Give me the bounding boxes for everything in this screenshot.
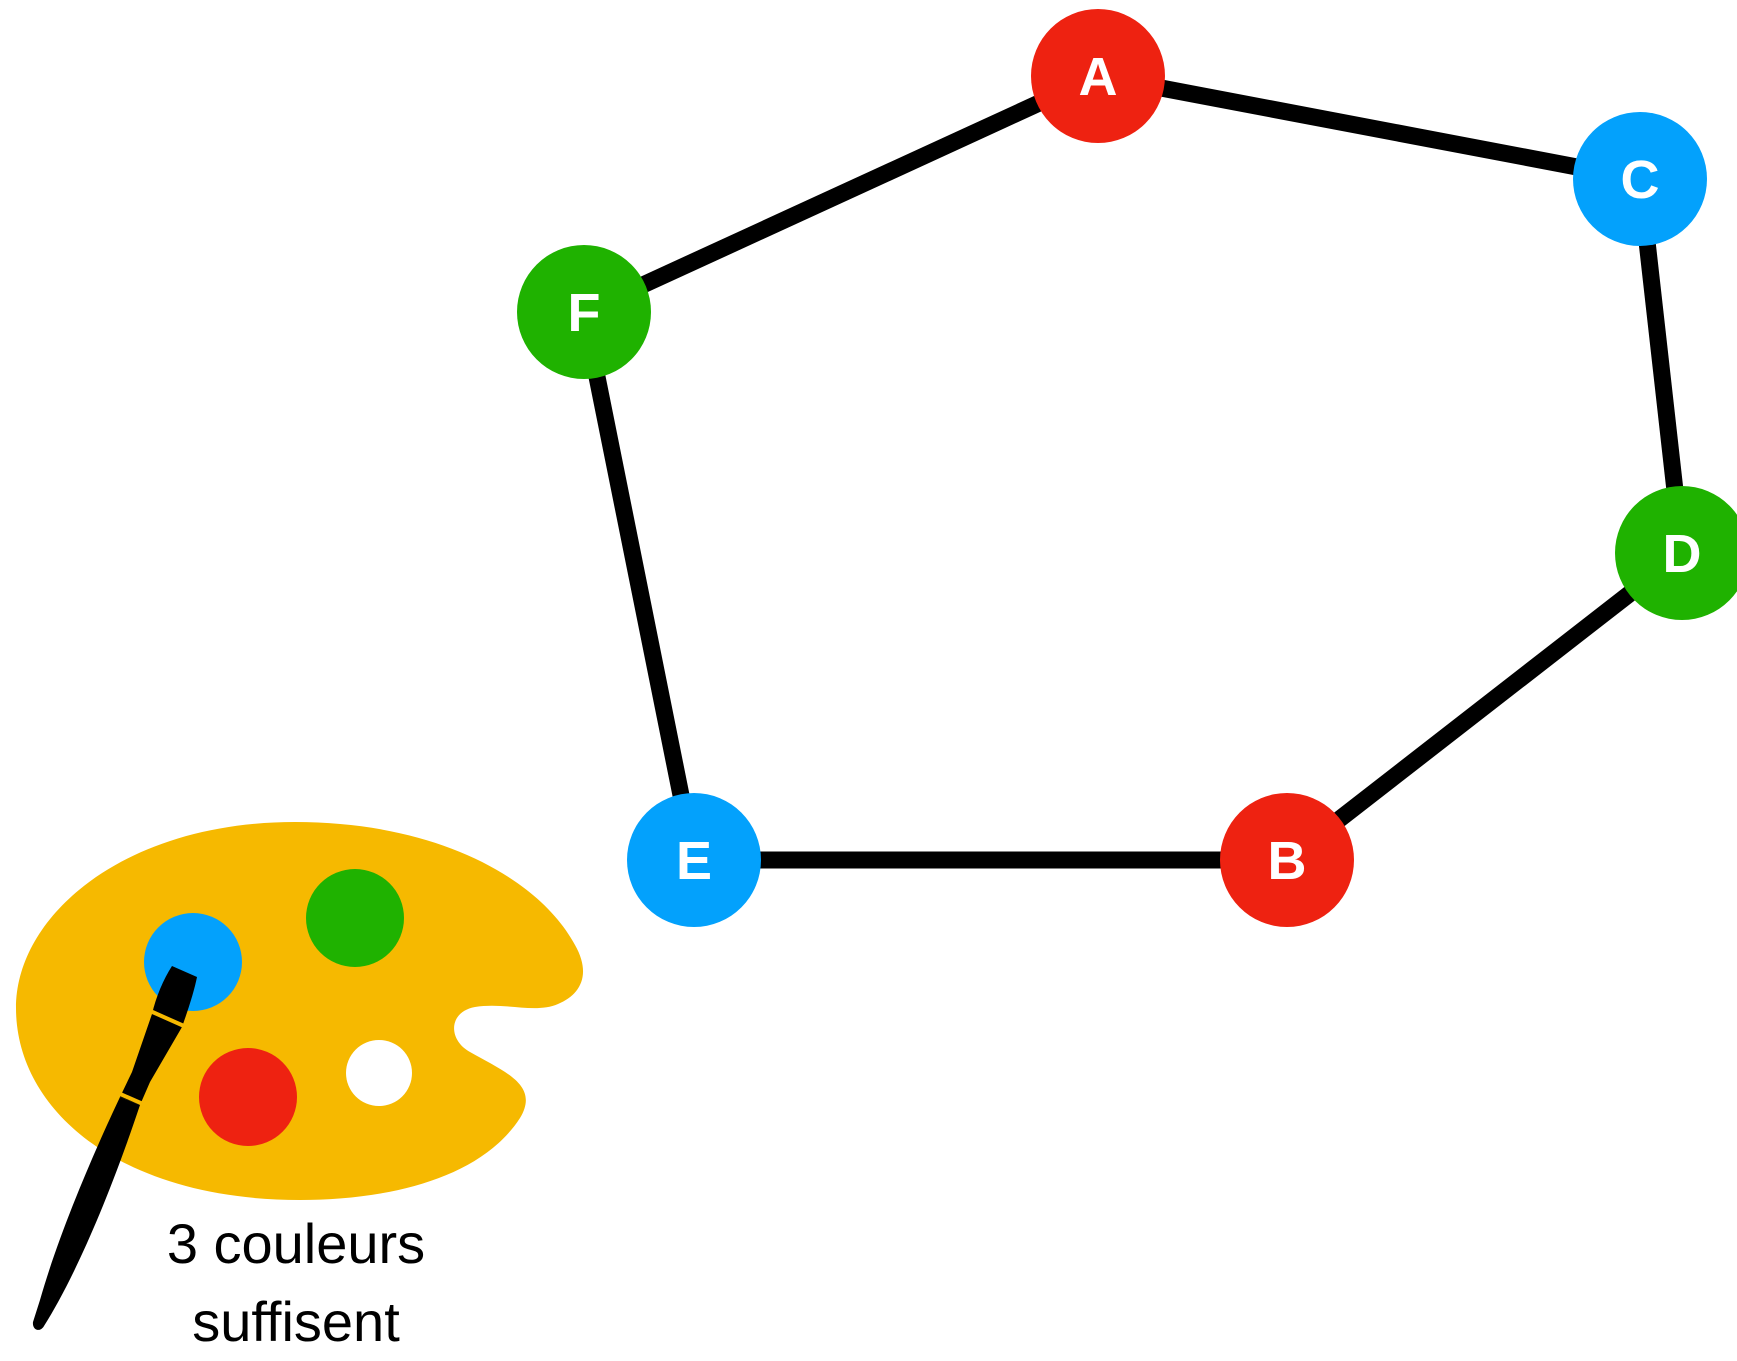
node-f-circle <box>517 245 651 379</box>
node-d-label: D <box>1663 524 1702 584</box>
node-e: E <box>627 793 761 927</box>
node-f-label: F <box>568 283 601 343</box>
palette-board <box>16 822 584 1200</box>
edge-d-b <box>1281 546 1688 867</box>
edge-a-c <box>1096 67 1642 188</box>
node-e-circle <box>627 793 761 927</box>
paint-palette-icon <box>16 822 584 1330</box>
node-a-circle <box>1031 9 1165 143</box>
caption-line-2: suffisent <box>192 1290 400 1353</box>
caption-line-1: 3 couleurs <box>166 1212 426 1275</box>
brush-ferrule <box>120 1014 182 1105</box>
node-c-label: C <box>1621 150 1660 210</box>
edge-a-f <box>580 68 1102 320</box>
node-b: B <box>1220 793 1354 927</box>
paintbrush-icon <box>32 966 197 1330</box>
brush-tip <box>152 966 197 1027</box>
node-a: A <box>1031 9 1165 143</box>
node-f: F <box>517 245 651 379</box>
edge-f-e <box>575 310 703 862</box>
node-e-label: E <box>676 831 712 891</box>
paint-blob-white <box>346 1040 412 1106</box>
brush-band-upper <box>147 1008 185 1028</box>
node-c: C <box>1573 112 1707 246</box>
brush-band-lower <box>117 1091 144 1106</box>
node-d: D <box>1615 486 1737 620</box>
node-c-circle <box>1573 112 1707 246</box>
paint-blob-red <box>199 1048 297 1146</box>
brush-handle <box>32 1097 140 1330</box>
node-b-label: B <box>1268 831 1307 891</box>
node-a-label: A <box>1079 47 1118 107</box>
paint-blob-green <box>306 869 404 967</box>
node-b-circle <box>1220 793 1354 927</box>
node-d-circle <box>1615 486 1737 620</box>
palette-caption: 3 couleurs suffisent <box>96 1205 496 1361</box>
graph-edges <box>575 67 1691 869</box>
